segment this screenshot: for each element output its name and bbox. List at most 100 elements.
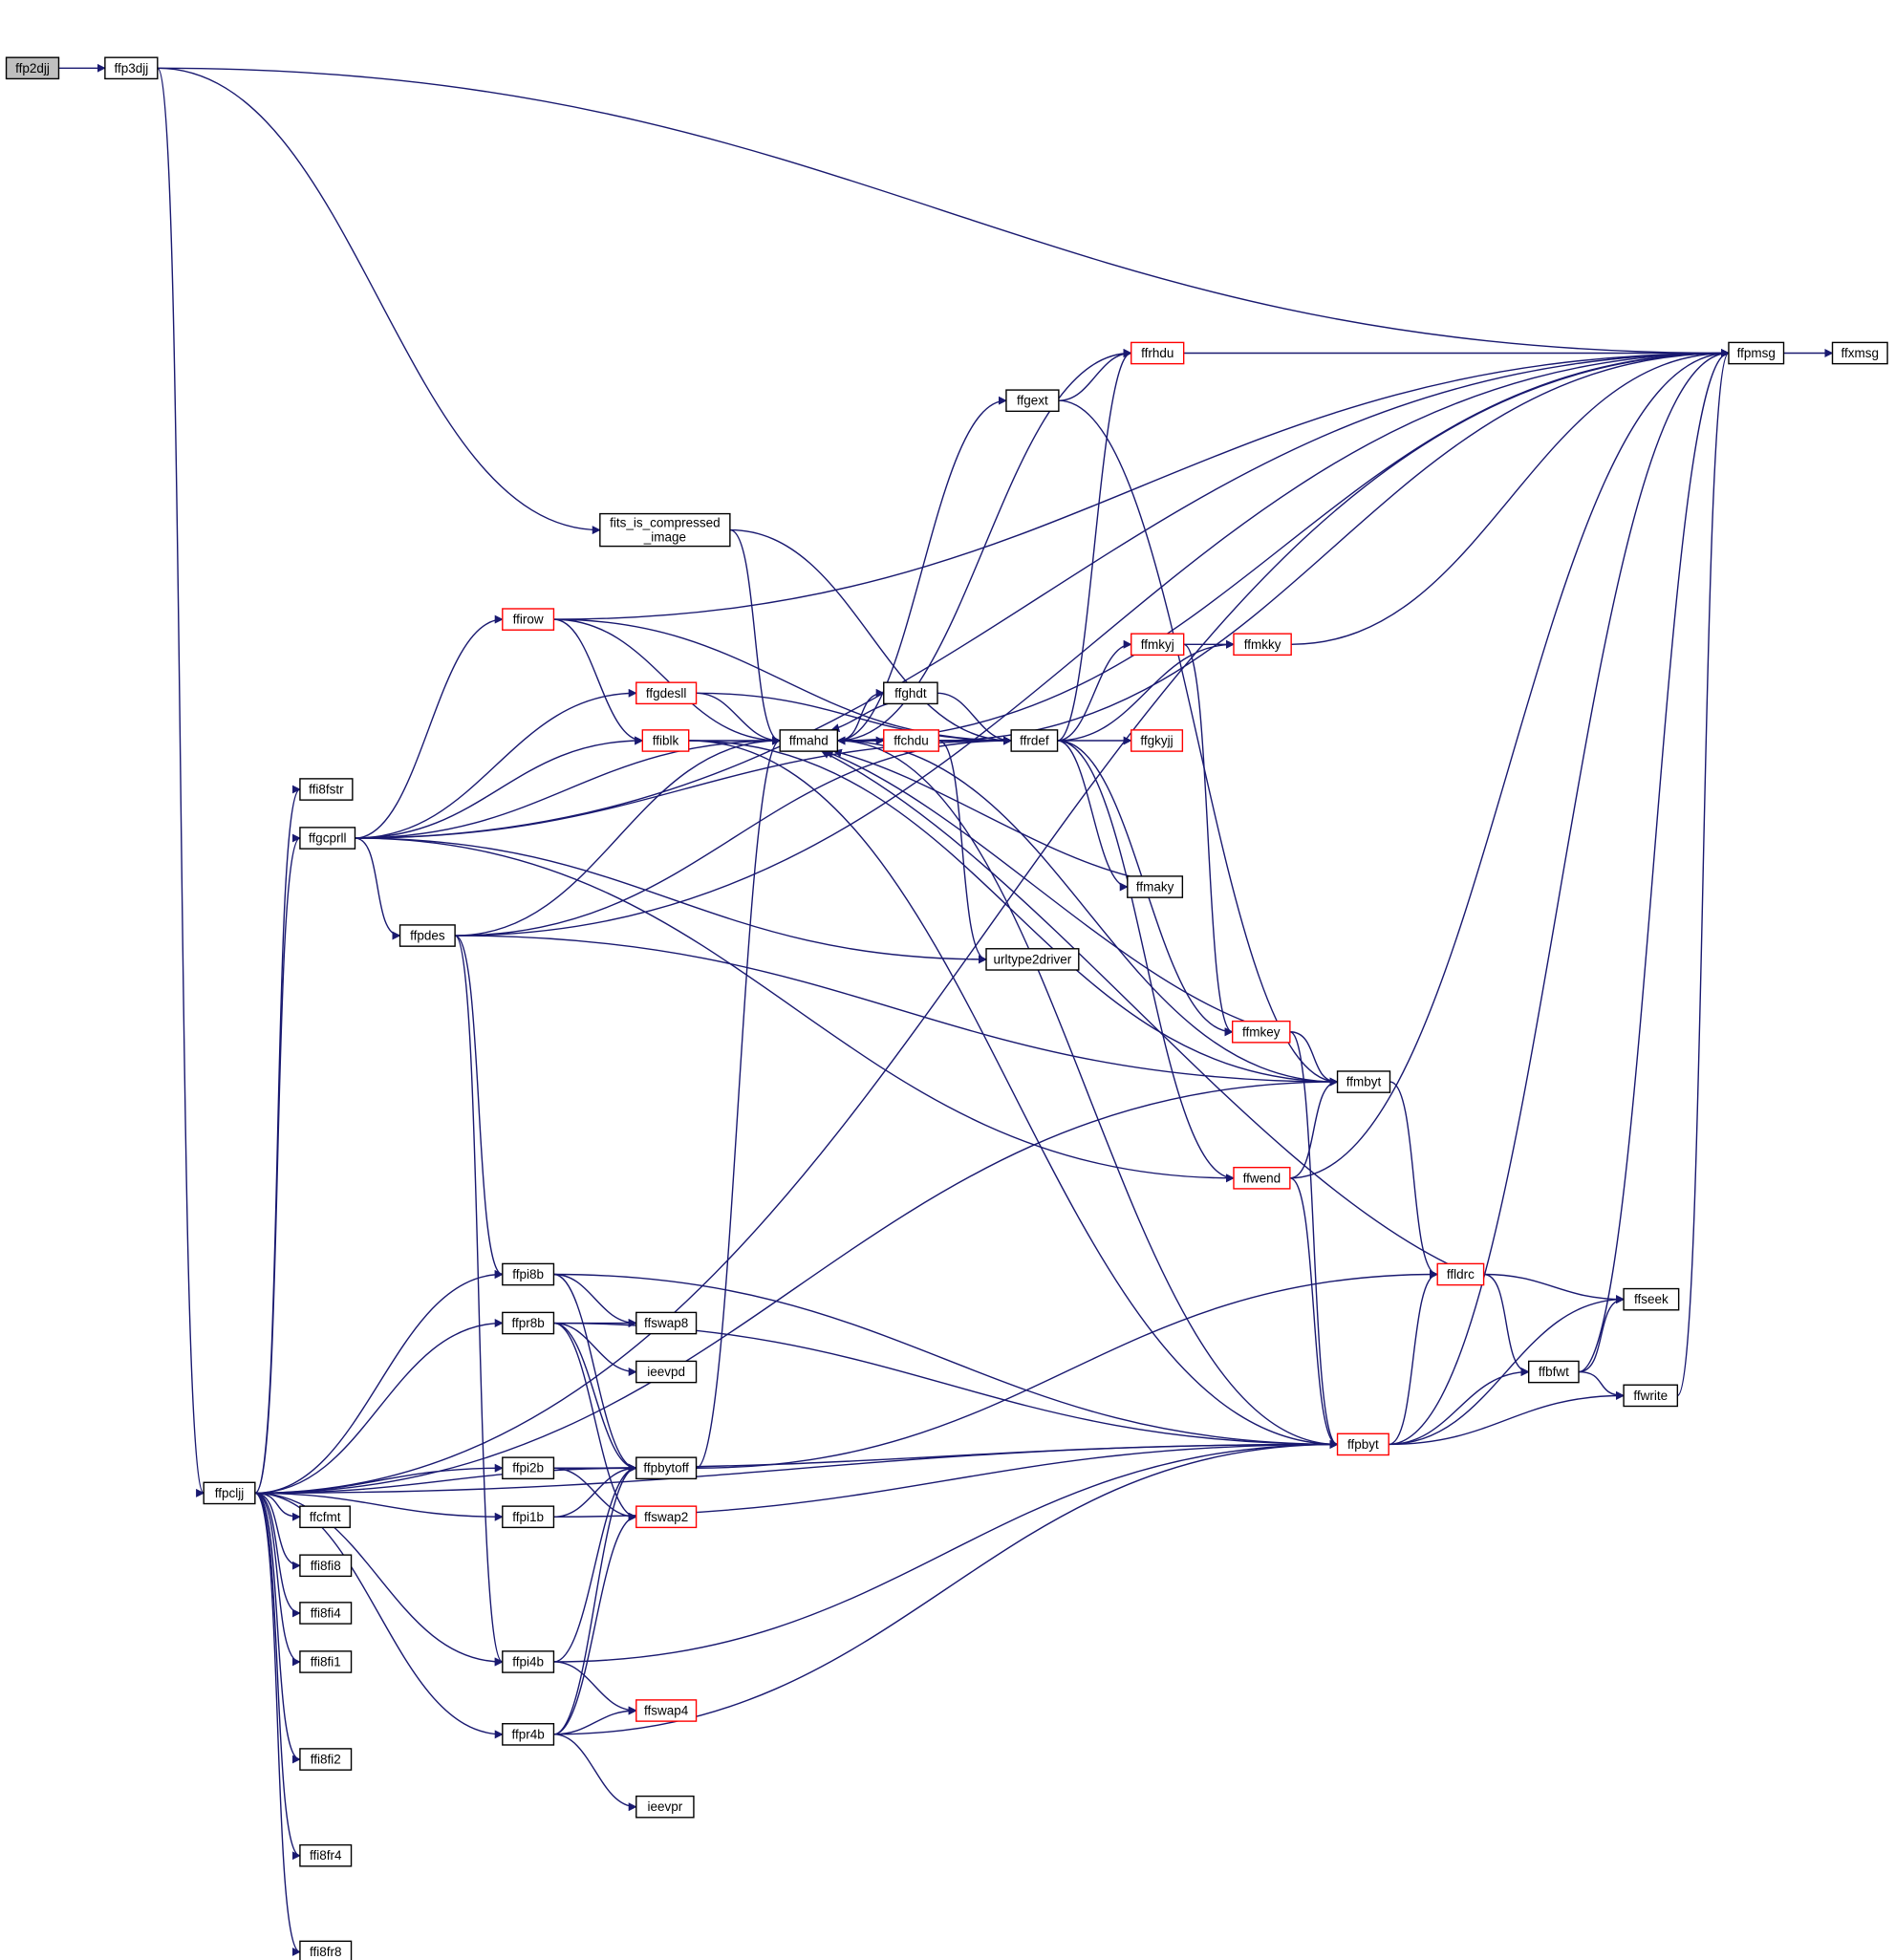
node-ffi8fi4[interactable]: ffi8fi4 [299,1602,353,1625]
node-ffpclj[interactable]: ffpcljj [203,1481,256,1505]
edge-ffmkey-to-ffmbyt [1289,1031,1339,1087]
node-ffpi1b[interactable]: ffpi1b [502,1505,555,1529]
node-ffi8fi1[interactable]: ffi8fi1 [299,1650,353,1673]
node-box-ffgcprll [299,827,356,850]
node-box-ffp2djj [5,56,60,80]
node-box-ffwrite [1623,1384,1679,1408]
node-label-ffi8fi1: ffi8fi1 [311,1654,341,1669]
node-label-ffi8fr8: ffi8fr8 [310,1945,342,1959]
edge-ffwrite-to-ffpmsg [1676,349,1730,1397]
node-ffiblk[interactable]: ffiblk [641,729,690,752]
node-ffghdt[interactable]: ffghdt [883,681,938,705]
node-ffmbyt[interactable]: ffmbyt [1336,1070,1391,1093]
node-label-ffswap4: ffswap4 [644,1703,689,1717]
node-label-ffmkey: ffmkey [1242,1024,1281,1039]
node-ffseek[interactable]: ffseek [1623,1287,1680,1311]
node-ffwend[interactable]: ffwend [1233,1166,1291,1190]
node-label-ffcfmt: ffcfmt [310,1510,341,1524]
node-ffpi2b[interactable]: ffpi2b [502,1456,555,1480]
node-box-ieevpd [635,1360,698,1384]
edge-ffmahd-to-ffpmsg [837,349,1730,742]
node-ffldrc[interactable]: ffldrc [1436,1262,1485,1286]
node-ffgcprll[interactable]: ffgcprll [299,827,356,850]
node-label-ffmbyt: ffmbyt [1346,1075,1382,1089]
node-ffi8fr4[interactable]: ffi8fr4 [299,1843,353,1867]
node-ffirow[interactable]: ffirow [502,608,555,631]
node-ffi8fstr[interactable]: ffi8fstr [299,778,354,801]
node-label-ffmahd: ffmahd [789,733,829,747]
node-ffpmsg[interactable]: ffpmsg [1728,341,1785,365]
node-box-ffpr4b [502,1723,555,1746]
edge-ffgcprll-to-ffpmsg [355,349,1730,839]
node-label-ffgcprll: ffgcprll [309,831,347,846]
node-box-ffi8fi1 [299,1650,353,1673]
node-ffmahd[interactable]: ffmahd [779,729,839,752]
node-box-ffswap8 [635,1311,698,1335]
edge-ffpclj-to-ffmbyt [254,1077,1339,1495]
edge-ffpr4b-to-ieevpr [553,1734,637,1812]
node-label-urltype2driver: urltype2driver [994,952,1072,966]
node-ffgkyjj[interactable]: ffgkyjj [1131,729,1184,752]
node-ffpi4b[interactable]: ffpi4b [502,1650,555,1673]
edge-ffghdt-to-ffrdef [937,692,1013,745]
edge-ffpdes-to-ffpmsg [455,349,1730,937]
node-ffswap4[interactable]: ffswap4 [635,1699,698,1722]
node-ffmaky[interactable]: ffmaky [1127,875,1184,898]
edge-ffmbyt-to-ffldrc [1389,1081,1439,1279]
node-label-fits_is_compressed_image: fits_is_compressed [610,516,721,530]
node-fits_is_compressed_image[interactable]: fits_is_compressed_image [599,512,731,548]
node-ffpdes[interactable]: ffpdes [398,924,456,947]
node-ffpbytoff[interactable]: ffpbytoff [635,1456,698,1480]
node-ffp3djj[interactable]: ffp3djj [104,56,159,80]
node-ffpr4b[interactable]: ffpr4b [502,1723,555,1746]
edge-ffpclj-to-ffpi8b [254,1270,504,1495]
edge-ffbfwt-to-ffseek [1578,1295,1625,1373]
node-ffcfmt[interactable]: ffcfmt [299,1505,351,1529]
edge-ffpr8b-to-ieevpd [553,1322,637,1377]
node-label-ieevpr: ieevpr [647,1799,682,1814]
edge-ffpr4b-to-ffpbyt [553,1439,1339,1735]
node-ffi8fi8[interactable]: ffi8fi8 [299,1554,353,1578]
node-ffrhdu[interactable]: ffrhdu [1131,341,1185,365]
node-ffi8fi2[interactable]: ffi8fi2 [299,1748,353,1771]
edge-ffrdef-to-ffmkky [1057,639,1235,742]
node-ffgdesll[interactable]: ffgdesll [635,681,698,705]
node-ffmkky[interactable]: ffmkky [1233,633,1292,657]
node-ffxmsg[interactable]: ffxmsg [1831,341,1888,365]
node-ffpr8b[interactable]: ffpr8b [502,1311,555,1335]
edge-ffgcprll-to-ffgdesll [355,688,637,839]
edge-ffpclj-to-ffi8fi2 [254,1492,301,1764]
node-ffmkyj[interactable]: ffmkyj [1131,633,1185,657]
edge-ffgcprll-to-urltype2driver [355,837,987,964]
node-box-ffrhdu [1131,341,1185,365]
edge-ffwend-to-ffmbyt [1289,1077,1339,1179]
node-ffi8fr8[interactable]: ffi8fr8 [299,1940,353,1960]
node-ffswap2[interactable]: ffswap2 [635,1505,698,1529]
node-ffpbyt[interactable]: ffpbyt [1336,1432,1389,1456]
node-label-ffiblk: ffiblk [653,733,679,747]
edge-ffirow-to-ffpmsg [553,349,1730,620]
node-ffchdu[interactable]: ffchdu [883,729,940,752]
edge-ffpclj-to-ffpbytoff [254,1463,637,1495]
node-urltype2driver[interactable]: urltype2driver [985,948,1080,971]
edge-ffmkey-to-ffmahd [824,749,1245,1023]
node-label-ffpbytoff: ffpbytoff [643,1461,689,1475]
node-ffp2djj[interactable]: ffp2djj [5,56,60,80]
edge-ffpbyt-to-ffwrite [1389,1390,1625,1446]
node-ffgext[interactable]: ffgext [1005,389,1060,413]
node-ieevpr[interactable]: ieevpr [635,1795,695,1819]
node-ffrdef[interactable]: ffrdef [1010,729,1059,752]
node-ffpi8b[interactable]: ffpi8b [502,1262,555,1286]
node-ffmkey[interactable]: ffmkey [1231,1020,1291,1044]
edge-ffghdt-to-ffmahd [830,702,889,732]
node-label-ffmkyj: ffmkyj [1141,637,1174,652]
node-ieevpd[interactable]: ieevpd [635,1360,698,1384]
node-label-ffi8fi4: ffi8fi4 [311,1605,342,1620]
edge-ffgcprll-to-ffirow [355,614,504,839]
node-ffswap8[interactable]: ffswap8 [635,1311,698,1335]
node-label-ffswap8: ffswap8 [644,1316,688,1330]
node-ffbfwt[interactable]: ffbfwt [1527,1360,1580,1384]
node-ffwrite[interactable]: ffwrite [1623,1384,1679,1408]
node-box-ffghdt [883,681,938,705]
edge-ffpi8b-to-ffpbytoff [553,1273,637,1473]
